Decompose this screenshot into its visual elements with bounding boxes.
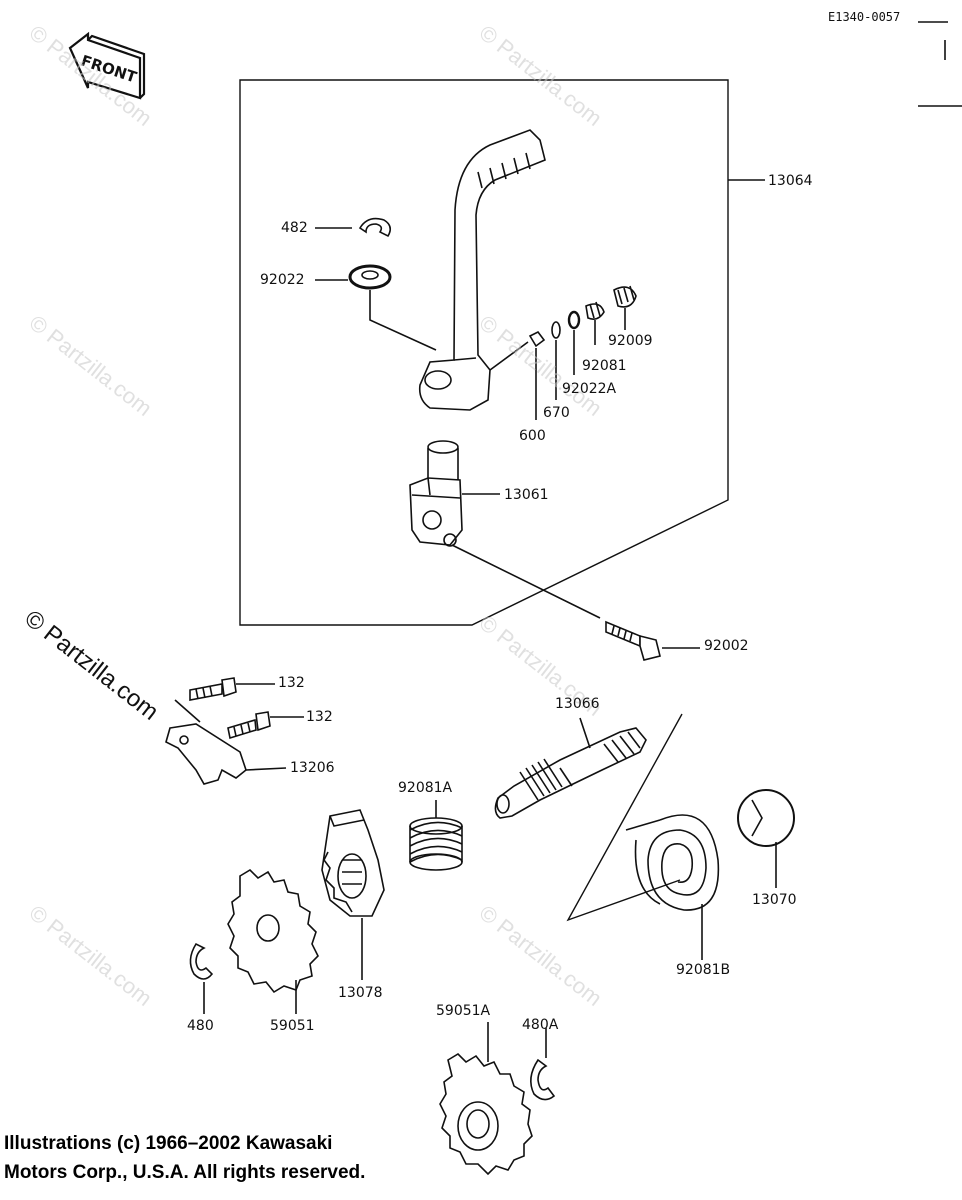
part-label-13206: 13206 xyxy=(290,760,335,776)
part-label-600: 600 xyxy=(519,428,546,444)
part-label-92009: 92009 xyxy=(608,333,653,349)
spring-group-outline xyxy=(566,713,683,922)
circlip-480 xyxy=(189,942,214,1014)
stopper-13070 xyxy=(737,789,795,888)
part-label-132-lower: 132 xyxy=(306,709,333,725)
part-label-92081A: 92081A xyxy=(398,780,453,796)
pedal-shaft-housing-13061 xyxy=(409,440,500,547)
part-label-670: 670 xyxy=(543,405,570,421)
spring-92081B xyxy=(625,814,720,960)
detent-parts xyxy=(489,285,637,420)
diagram-code: E1340-0057 xyxy=(828,10,901,24)
copyright-line-2: Motors Corp., U.S.A. All rights reserved… xyxy=(4,1162,366,1183)
kick-shaft-13066 xyxy=(494,717,647,819)
gear-59051A xyxy=(439,1022,533,1176)
part-label-482: 482 xyxy=(281,220,308,236)
part-label-92002: 92002 xyxy=(704,638,749,654)
part-label-92022A: 92022A xyxy=(562,381,617,397)
spring-92081A xyxy=(409,800,463,871)
circlip-482 xyxy=(315,217,392,238)
part-label-59051A: 59051A xyxy=(436,1003,491,1019)
circlip-480A xyxy=(530,1028,556,1101)
part-label-132-upper: 132 xyxy=(278,675,305,691)
part-label-59051: 59051 xyxy=(270,1018,315,1034)
part-label-13066: 13066 xyxy=(555,696,600,712)
copyright-line-1: Illustrations (c) 1966–2002 Kawasaki xyxy=(4,1133,333,1154)
part-label-92022: 92022 xyxy=(260,272,305,288)
part-label-92081B: 92081B xyxy=(676,962,731,978)
assembly-outline xyxy=(239,79,729,626)
bolt-132-lower xyxy=(227,711,304,740)
part-label-13070: 13070 xyxy=(752,892,797,908)
ratchet-gear-13078 xyxy=(321,809,385,980)
front-arrow-icon xyxy=(68,31,146,100)
corner-marks xyxy=(918,21,962,107)
part-label-13078: 13078 xyxy=(338,985,383,1001)
part-label-13061: 13061 xyxy=(504,487,549,503)
washer-92022 xyxy=(315,264,437,351)
gear-59051 xyxy=(227,868,319,1014)
part-label-92081: 92081 xyxy=(582,358,627,374)
part-label-13064: 13064 xyxy=(768,173,813,189)
part-label-480: 480 xyxy=(187,1018,214,1034)
part-label-480A: 480A xyxy=(522,1017,559,1033)
bolt-132-upper xyxy=(189,677,275,701)
bolt-92002 xyxy=(451,544,700,661)
kick-pedal-arm xyxy=(418,129,546,411)
guide-plate-13206 xyxy=(165,699,287,785)
